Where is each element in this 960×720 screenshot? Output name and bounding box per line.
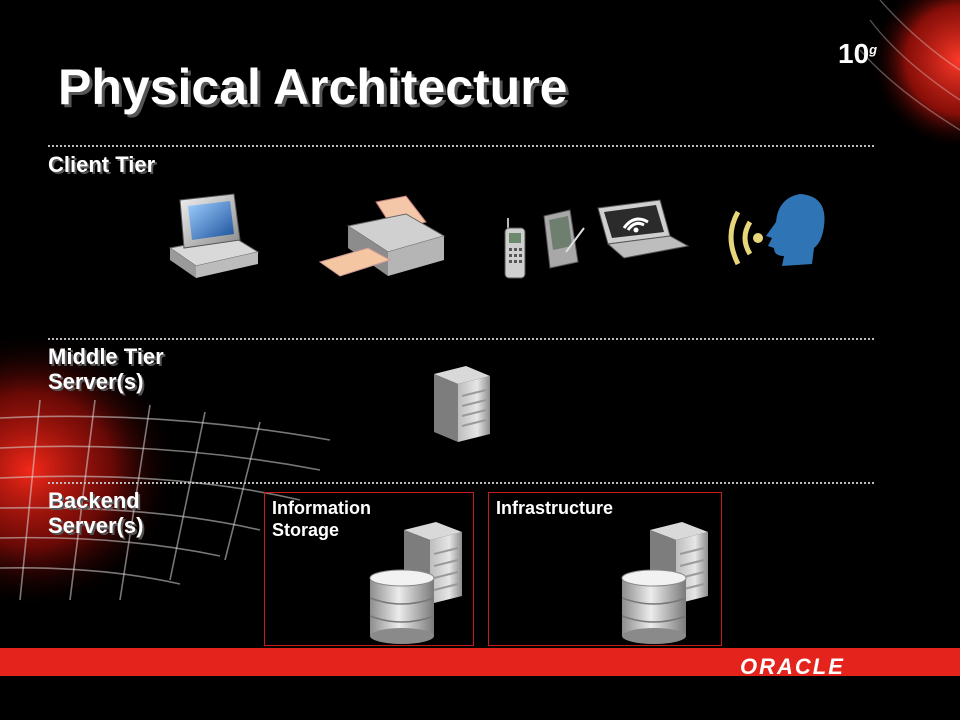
pda-icon: [543, 209, 585, 269]
wireless-laptop-icon: [597, 199, 690, 259]
middle-tier-label: Middle Tier Server(s): [48, 344, 164, 394]
infrastructure-database-icon: [621, 569, 687, 644]
infrastructure-label: Infrastructure: [496, 498, 614, 518]
middle-tier-line1: Middle Tier: [48, 344, 164, 369]
information-storage-line2: Storage: [272, 520, 340, 540]
information-storage-box: [264, 492, 474, 646]
version-badge: 10g: [838, 38, 877, 70]
separator-backend: [48, 482, 874, 484]
cell-phone-icon: [504, 218, 526, 279]
information-storage-label: Information Storage: [272, 497, 371, 541]
printer-icon: [318, 195, 446, 277]
middle-tier-line2: Server(s): [48, 369, 144, 394]
version-suffix: g: [869, 42, 878, 57]
information-storage-line1: Information: [272, 498, 371, 518]
backend-tier-line1: Backend: [48, 488, 140, 513]
separator-client: [48, 145, 874, 147]
infrastructure-box: [488, 492, 722, 646]
information-database-icon: [369, 569, 435, 644]
desktop-computer-icon: [168, 193, 260, 278]
voice-user-icon: [728, 194, 825, 266]
version-number: 10: [838, 38, 870, 69]
backend-tier-label: Backend Server(s): [48, 488, 143, 538]
slide-title: Physical Architecture: [58, 59, 568, 115]
middle-tier-server-icon: [434, 366, 490, 442]
footer-bar: [0, 648, 960, 676]
separator-middle: [48, 338, 874, 340]
backend-tier-line2: Server(s): [48, 513, 144, 538]
oracle-logo: ORACLE: [740, 654, 845, 679]
client-tier-label: Client Tier: [48, 152, 156, 177]
